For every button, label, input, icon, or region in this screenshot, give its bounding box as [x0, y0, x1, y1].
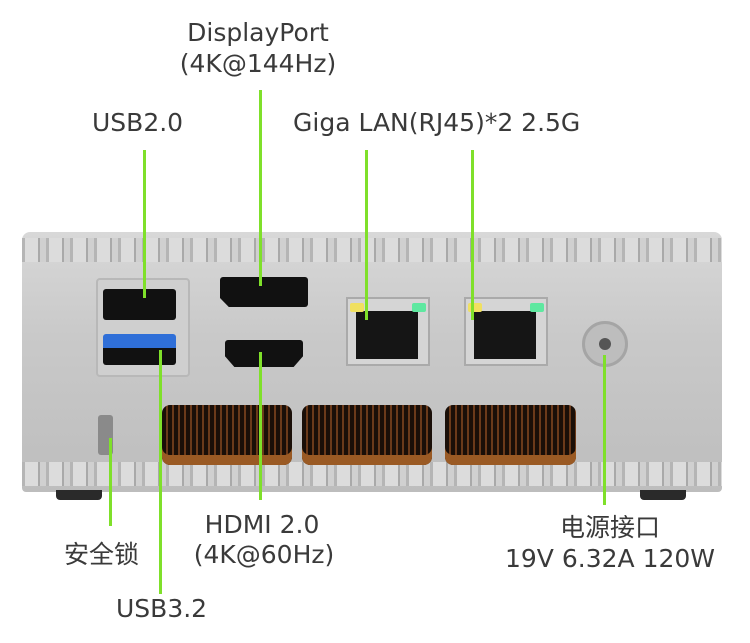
label-displayport: DisplayPort: [187, 18, 329, 47]
vent-2: [302, 405, 432, 465]
led-green: [530, 303, 544, 312]
callout-usb3: [159, 350, 162, 594]
led-yellow: [468, 303, 482, 312]
lan-port-2: [464, 297, 548, 366]
label-usb2: USB2.0: [92, 108, 184, 137]
label-hdmi: HDMI 2.0: [204, 510, 320, 539]
displayport-port: [220, 277, 308, 307]
lan-port-1: [346, 297, 430, 366]
usb3-port: [103, 334, 176, 365]
hdmi-port: [225, 340, 303, 367]
callout-hdmi: [259, 352, 262, 500]
label-hdmi-spec: (4K@60Hz): [193, 540, 335, 569]
label-displayport-spec: (4K@144Hz): [179, 49, 337, 78]
callout-lan-1: [365, 150, 368, 320]
vent-1: [162, 405, 292, 465]
callout-power: [603, 355, 606, 505]
vent-3: [445, 405, 576, 465]
label-lan: Giga LAN(RJ45)*2 2.5G: [293, 108, 581, 137]
led-yellow: [350, 303, 364, 312]
callout-lan-2: [471, 150, 474, 320]
callout-lock: [109, 438, 112, 526]
callout-displayport: [259, 90, 262, 286]
label-lock: 安全锁: [64, 540, 140, 569]
callout-usb2: [143, 150, 146, 298]
label-power-spec: 19V 6.32A 120W: [504, 544, 716, 573]
label-usb3: USB3.2: [116, 594, 208, 623]
foot-right: [640, 490, 686, 500]
foot-left: [56, 490, 102, 500]
top-vent-strip: [22, 238, 722, 262]
led-green: [412, 303, 426, 312]
bottom-vent-strip: [22, 462, 722, 486]
usb2-port: [103, 289, 176, 320]
label-power: 电源接口: [559, 513, 661, 542]
